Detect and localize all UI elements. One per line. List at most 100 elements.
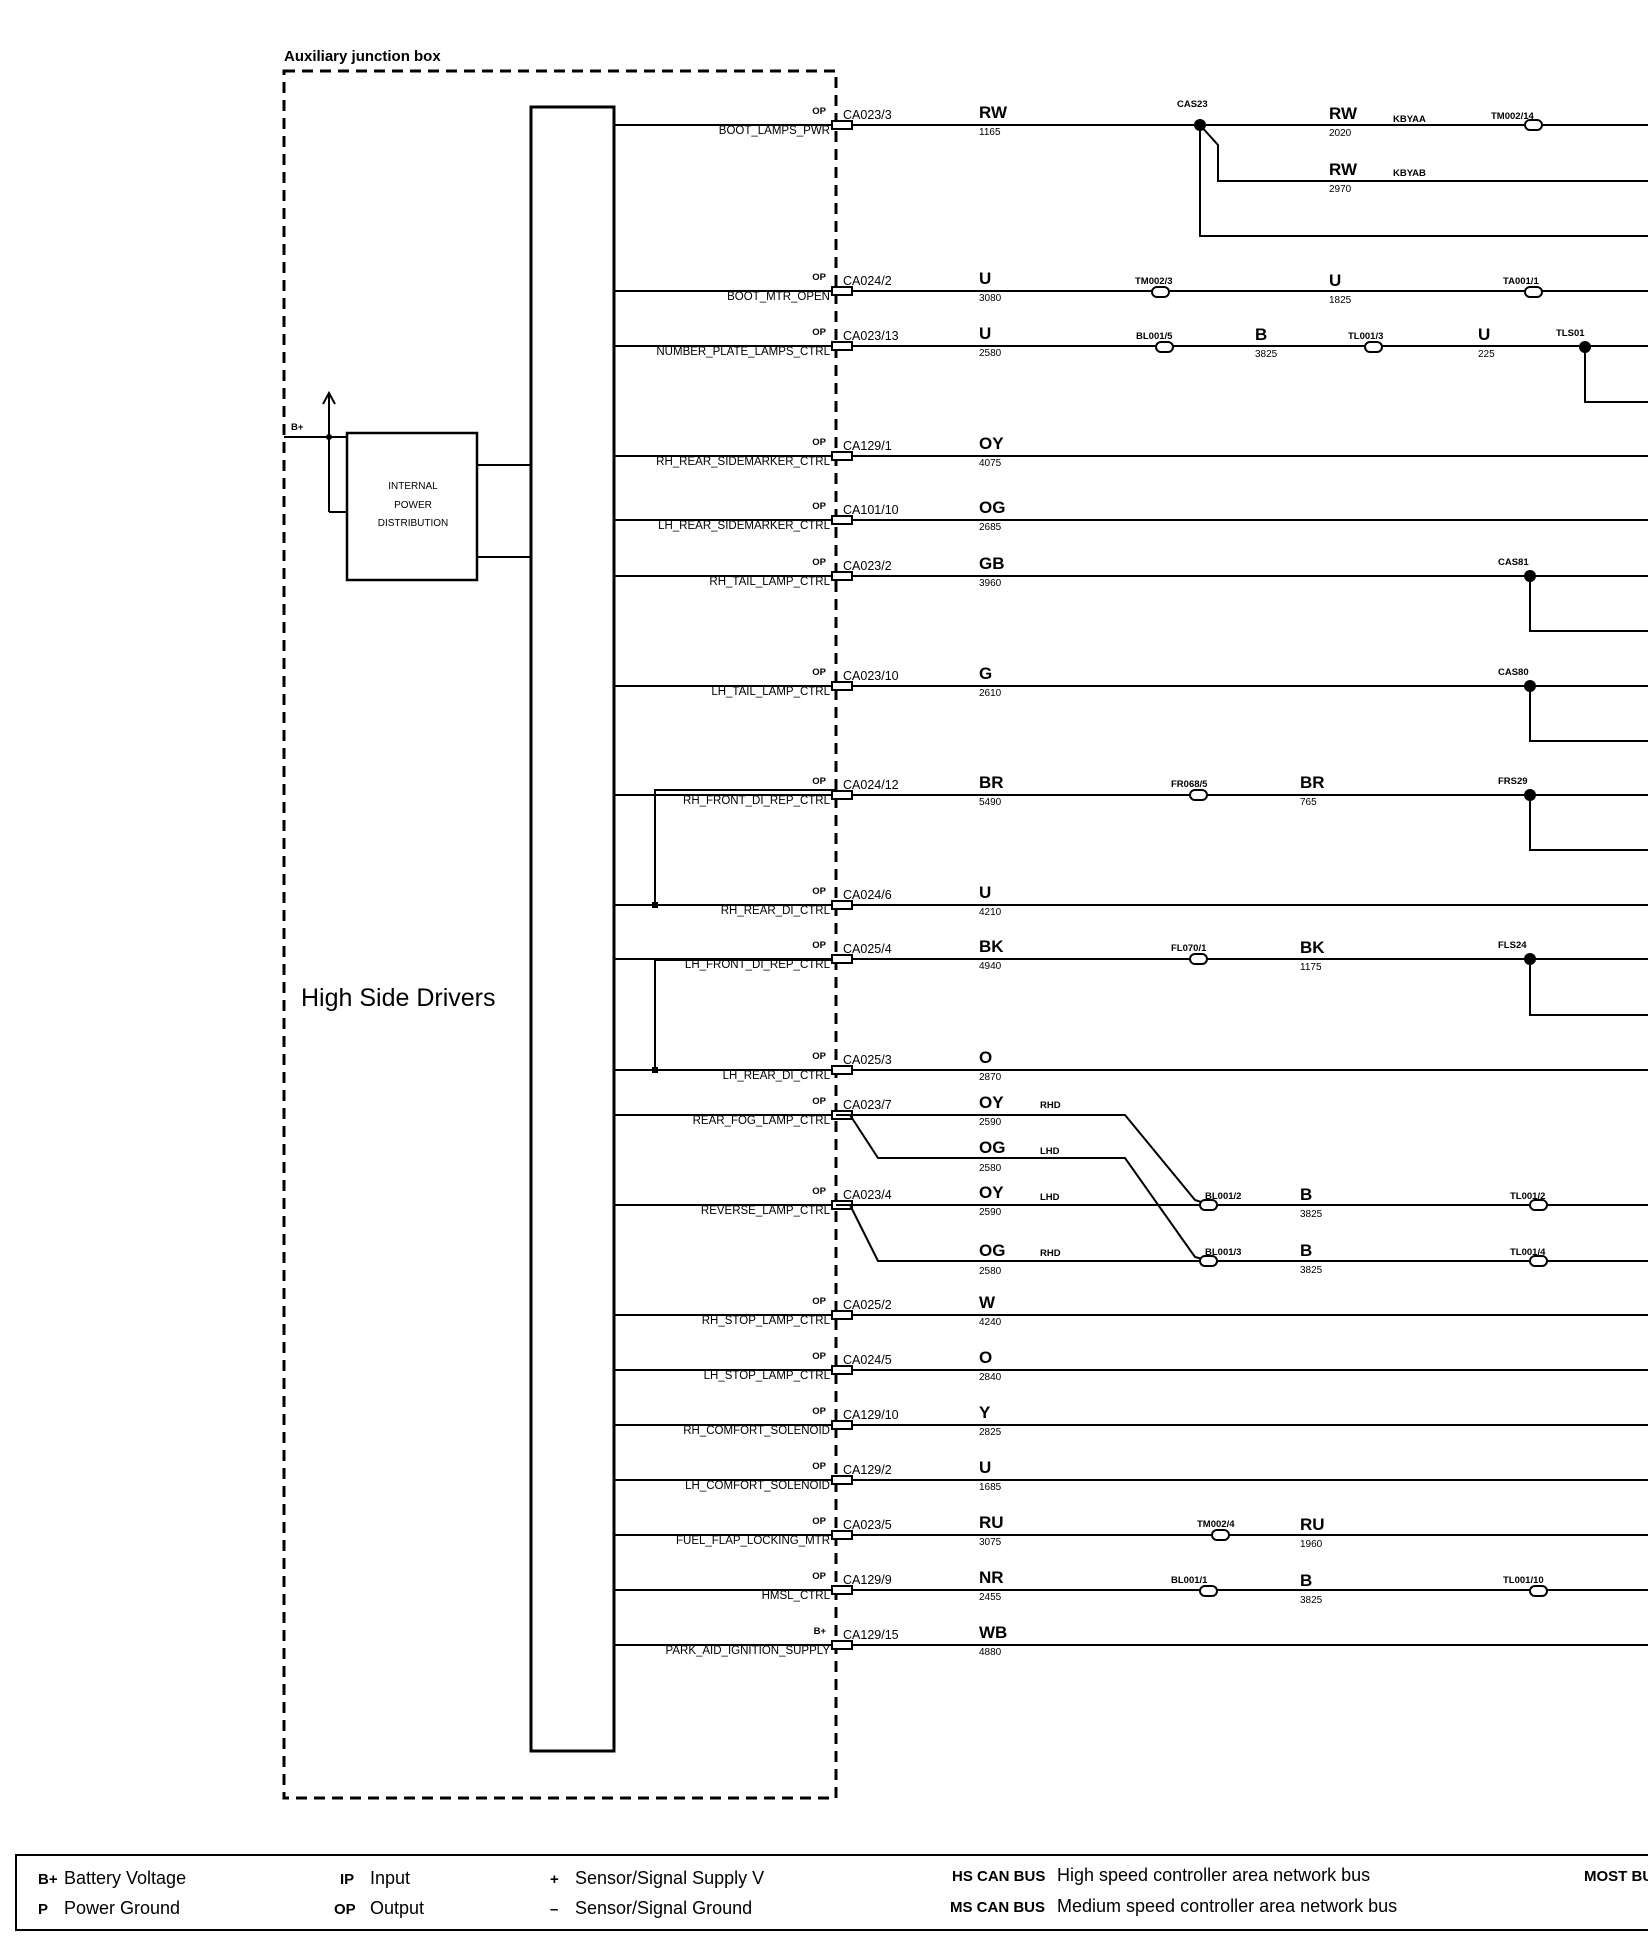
pin-type: OP — [812, 886, 826, 897]
signal-name: LH_TAIL_LAMP_CTRL — [711, 686, 830, 698]
wire-color: O — [979, 1048, 992, 1067]
circuit-number: 1165 — [979, 127, 1001, 138]
nplate-color3: U — [1478, 325, 1490, 344]
circuit-row: OP LH_REAR_DI_CTRL CA025/3 O 2870 — [614, 1048, 1648, 1083]
connector-pin: CA024/6 — [843, 888, 892, 902]
legend-ms-text: Medium speed controller area network bus — [1057, 1896, 1397, 1916]
connector-pin: CA129/9 — [843, 1573, 892, 1587]
bl002-circuit: 3825 — [1300, 1209, 1323, 1220]
lhfront-color2: BK — [1300, 938, 1325, 957]
bl002-conn2: TL001/2 — [1510, 1191, 1545, 1202]
fog-alt-circuit: 2580 — [979, 1163, 1002, 1174]
connector-pin: CA025/2 — [843, 1298, 892, 1312]
bplus-input-label: B+ — [291, 422, 304, 433]
connector-pin: CA023/5 — [843, 1518, 892, 1532]
rev-alt-color: OG — [979, 1241, 1005, 1260]
wire-color: U — [979, 324, 991, 343]
connector-pin: CA023/2 — [843, 559, 892, 573]
wire-color: Y — [979, 1403, 991, 1422]
pin-type: B+ — [814, 1626, 827, 1637]
signal-name: LH_REAR_DI_CTRL — [723, 1070, 831, 1082]
boot-seg2-connector-symbol — [1524, 119, 1543, 131]
boot-seg3-color: RW — [1329, 160, 1358, 179]
wire-color: U — [979, 269, 991, 288]
pin-type: OP — [812, 1461, 826, 1472]
bl002-conn: BL001/2 — [1205, 1191, 1241, 1202]
high-side-drivers-bar — [529, 105, 616, 1753]
circuit-number: 2870 — [979, 1072, 1002, 1083]
internal-power-distribution-block — [345, 431, 479, 582]
bl002-color: B — [1300, 1185, 1312, 1204]
fog-alt-color: OG — [979, 1138, 1005, 1157]
circuit-number: 2590 — [979, 1207, 1002, 1218]
boot-seg2-connector: TM002/14 — [1491, 111, 1534, 122]
pin-type: OP — [812, 1051, 826, 1062]
hmsl-conn2: TL001/10 — [1503, 1575, 1544, 1586]
splice-cas23-label: CAS23 — [1177, 99, 1208, 110]
high-side-drivers-label: High Side Drivers — [301, 984, 496, 1012]
legend-most-code: MOST BU — [1584, 1868, 1648, 1885]
rhfront-circuit2: 765 — [1300, 797, 1317, 808]
wire-color: OG — [979, 498, 1005, 517]
pin-type: OP — [812, 501, 826, 512]
circuit-number: 1685 — [979, 1482, 1002, 1493]
legend-plus-text: Sensor/Signal Supply V — [575, 1868, 764, 1888]
hmsl-conn1: BL001/1 — [1171, 1575, 1208, 1586]
fuel-circuit2: 1960 — [1300, 1539, 1323, 1550]
circuit-number: 2455 — [979, 1592, 1002, 1603]
connector-pin: CA023/4 — [843, 1188, 892, 1202]
connector-pin: CA101/10 — [843, 503, 899, 517]
wire-color: G — [979, 664, 992, 683]
legend: B+ Battery Voltage P Power Ground IP Inp… — [15, 1854, 1648, 1931]
bl003-color: B — [1300, 1241, 1312, 1260]
pin-type: OP — [812, 1296, 826, 1307]
pin-type: OP — [812, 1571, 826, 1582]
bl003-circuit: 3825 — [1300, 1265, 1323, 1276]
boot-seg2-color: RW — [1329, 104, 1358, 123]
circuit-number: 4240 — [979, 1317, 1002, 1328]
legend-ip-text: Input — [370, 1868, 410, 1888]
connector-pin: CA129/15 — [843, 1628, 899, 1642]
nplate-conn2: TL001/3 — [1348, 331, 1383, 342]
rhfront-color2: BR — [1300, 773, 1325, 792]
wire-color: GB — [979, 554, 1005, 573]
wire-color: BR — [979, 773, 1004, 792]
wire-color: WB — [979, 1623, 1007, 1642]
nplate-circuit3: 225 — [1478, 349, 1495, 360]
signal-name: LH_FRONT_DI_REP_CTRL — [685, 959, 831, 971]
rev-lhd-note: LHD — [1040, 1192, 1060, 1203]
pin-type: OP — [812, 272, 826, 283]
splice-cas81-label: CAS81 — [1498, 557, 1529, 568]
circuit-number: 2590 — [979, 1117, 1002, 1128]
connector-pin: CA025/3 — [843, 1053, 892, 1067]
circuit-number: 2840 — [979, 1372, 1002, 1383]
ipd-line-1: INTERNAL — [388, 481, 438, 492]
signal-name: RH_COMFORT_SOLENOID — [683, 1425, 830, 1437]
wire-color: U — [979, 1458, 991, 1477]
rhfront-conn1: FR068/5 — [1171, 779, 1208, 790]
ipd-line-2: POWER — [394, 500, 432, 511]
legend-ms-code: MS CAN BUS — [950, 1899, 1045, 1916]
bootmtr-color2: U — [1329, 271, 1341, 290]
legend-bplus-code: B+ — [38, 1871, 58, 1888]
nplate-conn1: BL001/5 — [1136, 331, 1173, 342]
bootmtr-conn2: TA001/1 — [1503, 276, 1539, 287]
legend-plus-code: + — [550, 1871, 559, 1888]
fuel-color2: RU — [1300, 1515, 1325, 1534]
circuit-number: 5490 — [979, 797, 1002, 808]
circuit-number: 3960 — [979, 578, 1002, 589]
ipd-line-3: DISTRIBUTION — [378, 518, 449, 529]
circuit-number: 4210 — [979, 907, 1002, 918]
connector-pin: CA129/10 — [843, 1408, 899, 1422]
pin-type: OP — [812, 557, 826, 568]
splice-tls01-label: TLS01 — [1556, 328, 1585, 339]
